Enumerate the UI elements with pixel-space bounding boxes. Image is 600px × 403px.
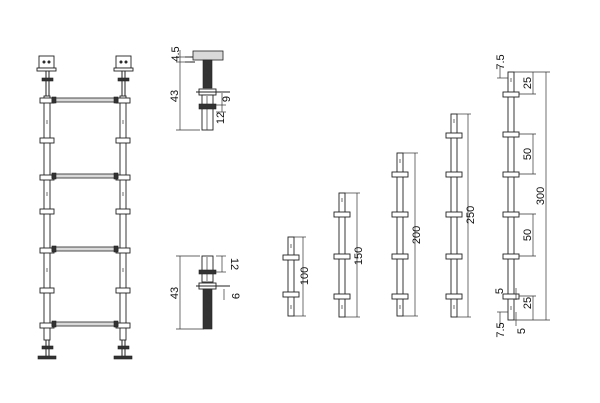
head-jack-dimensions: 4.5 43 9 12: [169, 46, 233, 124]
head-dim-12: 12: [215, 112, 227, 124]
dim-300-top-offset: 7.5: [495, 54, 507, 69]
standard-300-dimensions: 7.5 25 50 300 50 5 25 7.5 5: [494, 54, 547, 337]
dim-300-seg4: 25: [522, 297, 534, 309]
standard-150: [333, 192, 360, 318]
standard-250: [445, 113, 471, 318]
right-base-plate: [113, 355, 133, 360]
head-dim-mid: 43: [169, 90, 181, 102]
dim-300-small-a: 5: [494, 288, 506, 294]
base-dim-mid: 43: [169, 287, 181, 299]
left-standard: [43, 95, 51, 341]
base-jack-detail: [176, 255, 230, 330]
base-dim-12: 12: [228, 258, 240, 270]
label-standard-200: 200: [411, 226, 423, 244]
label-standard-250: 250: [465, 206, 477, 224]
standard-100: [282, 236, 306, 317]
scaffold-frame-elevation: [36, 55, 134, 360]
left-base-plate: [37, 355, 57, 360]
ledgers: [51, 96, 119, 328]
dim-300-seg1: 25: [522, 77, 534, 89]
standard-200: [391, 152, 418, 317]
dim-300-bottom-offset: 7.5: [495, 322, 507, 337]
dim-300-seg2: 50: [522, 148, 534, 160]
standard-300: [497, 66, 550, 326]
label-standard-100: 100: [299, 267, 311, 285]
dim-300-seg3: 50: [522, 229, 534, 241]
dim-300-small-b: 5: [516, 328, 528, 334]
right-standard: [119, 95, 127, 341]
left-top-u-head: [36, 55, 57, 72]
base-jack-dimensions: 12 43 9: [169, 258, 241, 299]
dim-300-total: 300: [535, 187, 547, 205]
label-standard-150: 150: [353, 247, 365, 265]
rosettes: [39, 97, 131, 329]
head-dim-9: 9: [221, 96, 233, 102]
right-top-u-head: [113, 55, 134, 72]
base-dim-9: 9: [229, 293, 241, 299]
standard-holes: [46, 120, 124, 272]
head-dim-top: 4.5: [170, 46, 182, 61]
head-jack-detail: [176, 50, 230, 131]
